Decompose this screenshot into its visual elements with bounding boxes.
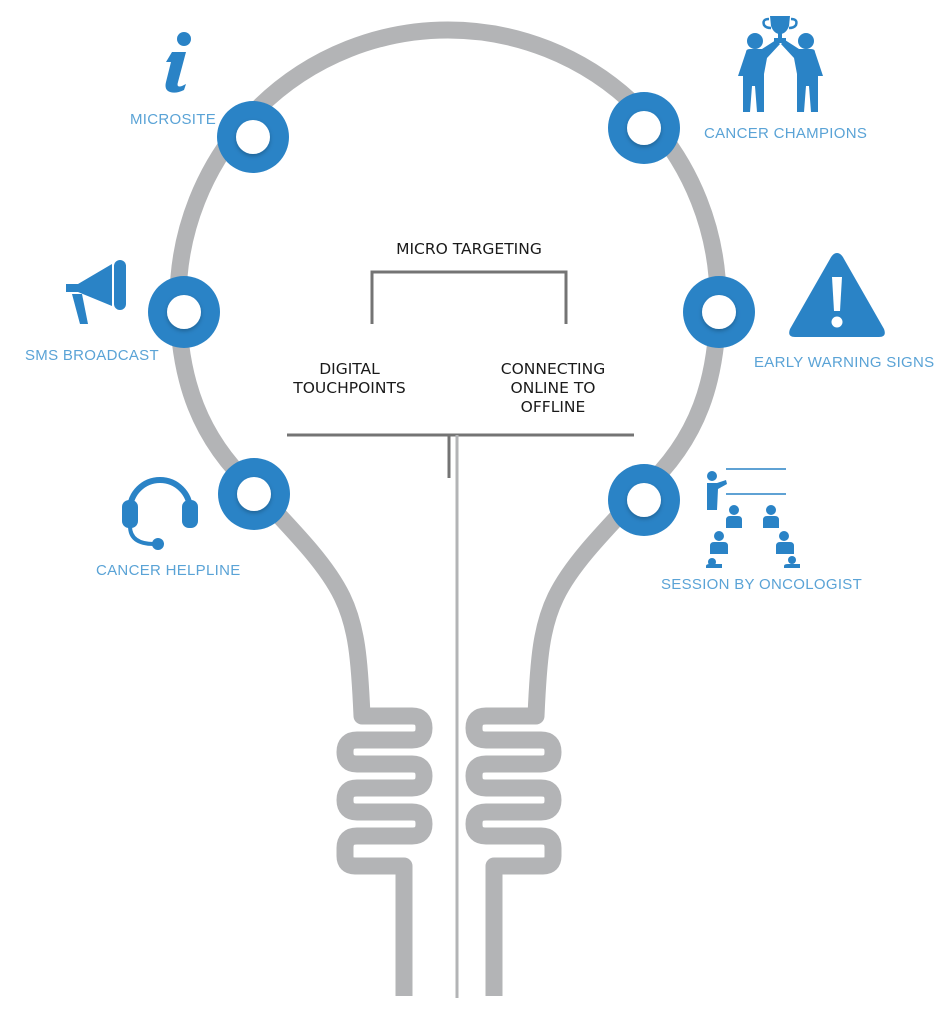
digital-touchpoints-text: DIGITAL TOUCHPOINTS	[282, 360, 417, 398]
label-sms-broadcast: SMS BROADCAST	[25, 347, 159, 364]
node-microsite	[217, 101, 289, 173]
connecting-line-3: OFFLINE	[520, 398, 586, 416]
node-cancer-champions	[608, 92, 680, 164]
label-microsite: MICROSITE	[130, 111, 217, 128]
node-sms-broadcast	[148, 276, 220, 348]
headset-icon	[122, 477, 198, 550]
label-cancer-helpline: CANCER HELPLINE	[96, 562, 241, 579]
trophy-team-icon	[738, 16, 823, 112]
bulb-outline	[169, 21, 727, 996]
digital-touchpoints-line-2: TOUCHPOINTS	[293, 379, 406, 397]
micro-targeting-title: MICRO TARGETING	[396, 240, 542, 258]
label-session-by-oncologist: SESSION BY ONCOLOGIST	[661, 576, 863, 593]
digital-touchpoints-line-1: DIGITAL	[319, 360, 380, 378]
connecting-online-offline-text: CONNECTING ONLINE TO OFFLINE	[483, 360, 623, 417]
warning-icon	[789, 253, 885, 337]
node-cancer-helpline	[218, 458, 290, 530]
node-session-by-oncologist	[608, 464, 680, 536]
label-cancer-champions: CANCER CHAMPIONS	[704, 125, 868, 142]
connecting-line-2: ONLINE TO	[510, 379, 596, 397]
presentation-icon	[706, 468, 800, 568]
megaphone-icon	[66, 260, 126, 324]
info-icon	[165, 32, 191, 93]
connecting-line-1: CONNECTING	[500, 360, 606, 378]
node-early-warning-signs	[683, 276, 755, 348]
label-early-warning-signs: EARLY WARNING SIGNS	[754, 354, 935, 371]
bracket-lines	[287, 270, 634, 478]
